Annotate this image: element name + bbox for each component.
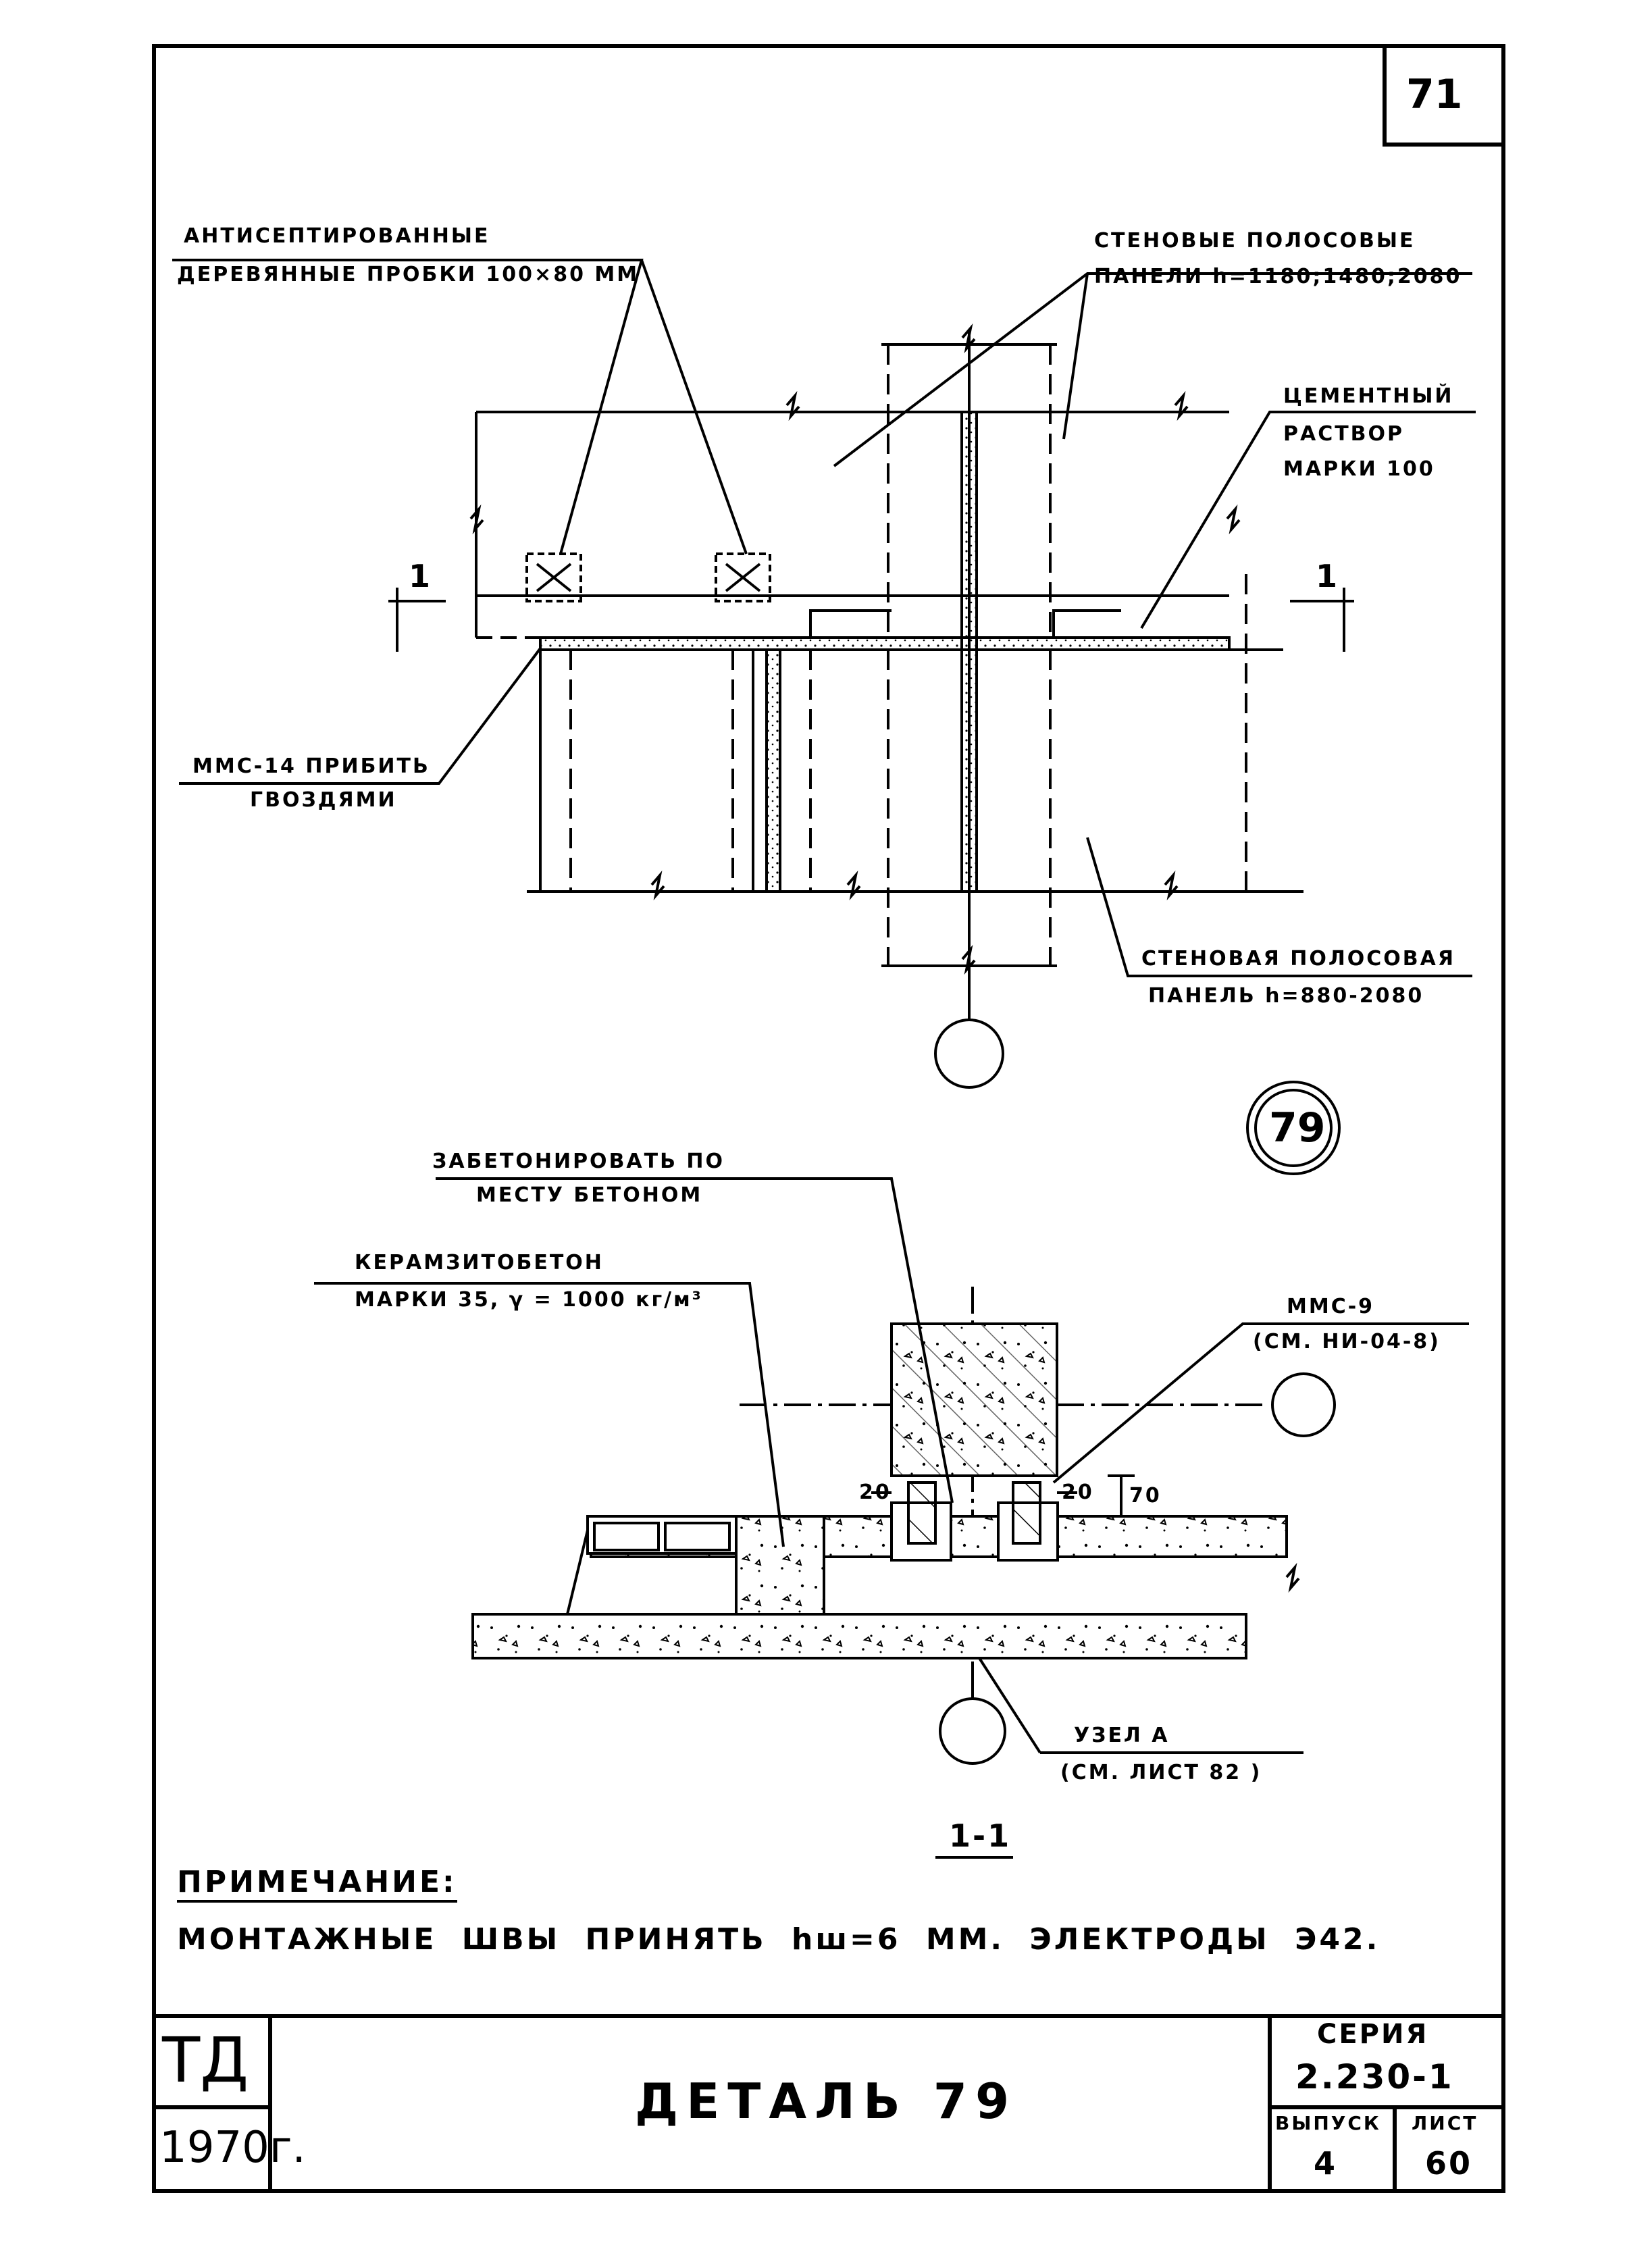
label-node-a-line2: (СМ. ЛИСТ 82 ) — [1060, 1761, 1262, 1784]
drawing-title: ДЕТАЛЬ 79 — [635, 2073, 1018, 2130]
label-node-a-line1: УЗЕЛ А — [1074, 1724, 1170, 1747]
section-mark-left: 1 — [409, 558, 433, 594]
sheet-label: ЛИСТ — [1412, 2112, 1478, 2134]
label-mms14-line2: ГВОЗДЯМИ — [250, 788, 397, 812]
dim-left: 20 — [859, 1480, 892, 1504]
note-heading: ПРИМЕЧАНИЕ: — [177, 1868, 457, 1903]
org-label: ТД — [162, 2024, 249, 2096]
series-label: СЕРИЯ — [1317, 2019, 1429, 2050]
title-block — [154, 2014, 1503, 2191]
label-mortar-line3: МАРКИ 100 — [1283, 457, 1435, 481]
series-value: 2.230-1 — [1295, 2057, 1454, 2096]
label-keramzit-line1: КЕРАМЗИТОБЕТОН — [355, 1251, 604, 1274]
section-mark-right: 1 — [1316, 558, 1340, 594]
label-mms9-line1: ММС-9 — [1287, 1295, 1375, 1318]
section-title: 1-1 — [949, 1818, 1012, 1854]
issue-value: 4 — [1314, 2145, 1338, 2182]
label-lower-panel-line1: СТЕНОВАЯ ПОЛОСОВАЯ — [1141, 947, 1455, 971]
plan-view — [172, 259, 1476, 1175]
year-label: 1970г. — [159, 2123, 306, 2173]
dim-right: 20 — [1062, 1480, 1094, 1504]
detail-mark-number: 79 — [1269, 1104, 1326, 1152]
label-concrete-line2: МЕСТУ БЕТОНОМ — [476, 1183, 703, 1207]
sheet-frame — [152, 44, 1505, 2193]
label-plugs-line2: ДЕРЕВЯННЫЕ ПРОБКИ 100×80 ММ — [177, 263, 640, 286]
note-text: МОНТАЖНЫЕ ШВЫ ПРИНЯТЬ hш=6 ММ. ЭЛЕКТРОДЫ… — [177, 1922, 1380, 1957]
dim-height: 70 — [1129, 1484, 1162, 1508]
label-upper-panels-line1: СТЕНОВЫЕ ПОЛОСОВЫЕ — [1094, 229, 1416, 253]
section-view — [314, 1177, 1469, 1859]
label-mortar-line2: РАСТВОР — [1283, 422, 1405, 446]
label-upper-panels-line2: ПАНЕЛИ h=1180;1480;2080 — [1094, 265, 1462, 288]
label-mms14-line1: ММС-14 ПРИБИТЬ — [192, 754, 430, 778]
label-lower-panel-line2: ПАНЕЛЬ h=880-2080 — [1148, 984, 1424, 1008]
label-keramzit-line2: МАРКИ 35, γ = 1000 кг/м³ — [355, 1288, 703, 1312]
label-mms9-line2: (СМ. НИ-04-8) — [1253, 1330, 1441, 1354]
sheet-value: 60 — [1425, 2145, 1473, 2182]
sheet-corner-number: 71 — [1406, 71, 1463, 118]
label-plugs-line1: АНТИСЕПТИРОВАННЫЕ — [184, 224, 490, 248]
label-concrete-line1: ЗАБЕТОНИРОВАТЬ ПО — [432, 1150, 725, 1173]
issue-label: ВЫПУСК — [1275, 2112, 1381, 2134]
label-mortar-line1: ЦЕМЕНТНЫЙ — [1283, 384, 1454, 408]
